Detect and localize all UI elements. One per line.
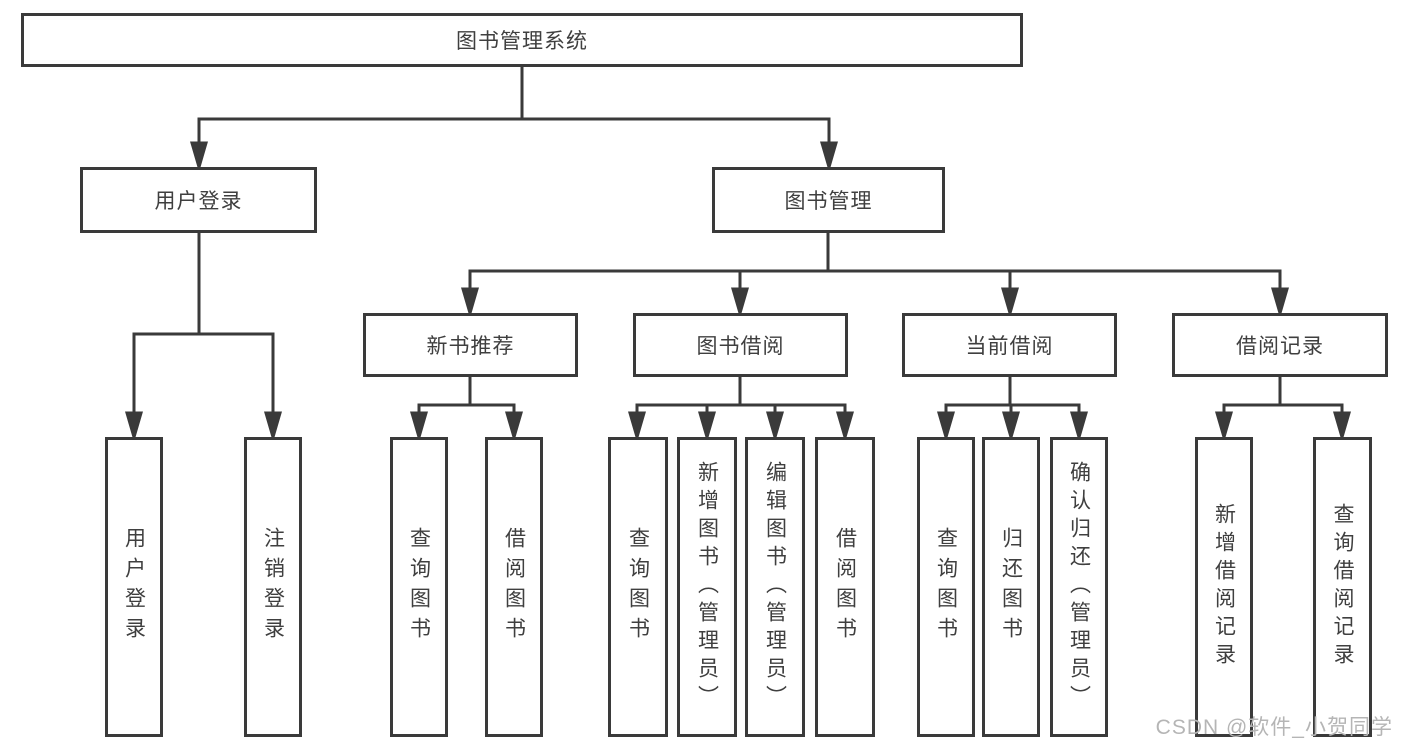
- node-label: 查询图书: [626, 527, 650, 647]
- node-label: 用户登录: [154, 190, 243, 213]
- node-label: 编辑图书（管理员）: [763, 461, 787, 713]
- edges-book-management: [461, 231, 1289, 319]
- node-user-login: 用户登录: [80, 167, 317, 233]
- leaf-borrow-books-recommend: 借阅图书: [485, 437, 543, 737]
- leaf-return-books: 归还图书: [982, 437, 1040, 737]
- edges-current-borrowing: [937, 375, 1088, 443]
- node-label: 新增借阅记录: [1212, 503, 1236, 671]
- leaf-query-books-borrowing: 查询图书: [608, 437, 668, 737]
- edges-new-book-recommend: [410, 375, 523, 443]
- node-label: 图书管理系统: [456, 30, 588, 53]
- edges-borrowing-records: [1215, 375, 1351, 443]
- node-book-borrowing: 图书借阅: [633, 313, 848, 377]
- node-label: 当前借阅: [965, 335, 1054, 358]
- leaf-user-login: 用户登录: [105, 437, 163, 737]
- node-label: 借阅记录: [1236, 335, 1324, 358]
- node-current-borrowing: 当前借阅: [902, 313, 1117, 377]
- edges-user-login: [125, 231, 282, 443]
- node-label: 借阅图书: [833, 527, 857, 647]
- leaf-add-books-admin: 新增图书（管理员）: [677, 437, 737, 737]
- leaf-edit-books-admin: 编辑图书（管理员）: [745, 437, 805, 737]
- node-book-management: 图书管理: [712, 167, 945, 233]
- leaf-query-books-recommend: 查询图书: [390, 437, 448, 737]
- leaf-borrow-books: 借阅图书: [815, 437, 875, 737]
- leaf-query-books-current: 查询图书: [917, 437, 975, 737]
- leaf-query-borrow-record: 查询借阅记录: [1313, 437, 1372, 737]
- node-label: 查询图书: [407, 527, 431, 647]
- node-new-book-recommend: 新书推荐: [363, 313, 578, 377]
- node-label: 查询图书: [934, 527, 958, 647]
- node-label: 新书推荐: [426, 335, 515, 358]
- node-label: 新增图书（管理员）: [695, 461, 719, 713]
- node-label: 图书借阅: [696, 335, 785, 358]
- edges-root: [190, 65, 838, 173]
- node-label: 图书管理: [784, 190, 873, 213]
- leaf-logout: 注销登录: [244, 437, 302, 737]
- node-label: 确认归还（管理员）: [1067, 461, 1091, 713]
- edges-book-borrowing: [628, 375, 854, 443]
- node-label: 用户登录: [122, 527, 146, 647]
- node-label: 借阅图书: [502, 527, 526, 647]
- csdn-watermark: CSDN @软件_小贺同学: [1155, 716, 1393, 739]
- node-label: 注销登录: [261, 527, 285, 647]
- node-library-management-system: 图书管理系统: [21, 13, 1023, 67]
- node-borrowing-records: 借阅记录: [1172, 313, 1388, 377]
- node-label: 查询借阅记录: [1331, 503, 1354, 671]
- node-label: 归还图书: [999, 527, 1023, 647]
- leaf-confirm-return-admin: 确认归还（管理员）: [1050, 437, 1108, 737]
- leaf-add-borrow-record: 新增借阅记录: [1195, 437, 1253, 737]
